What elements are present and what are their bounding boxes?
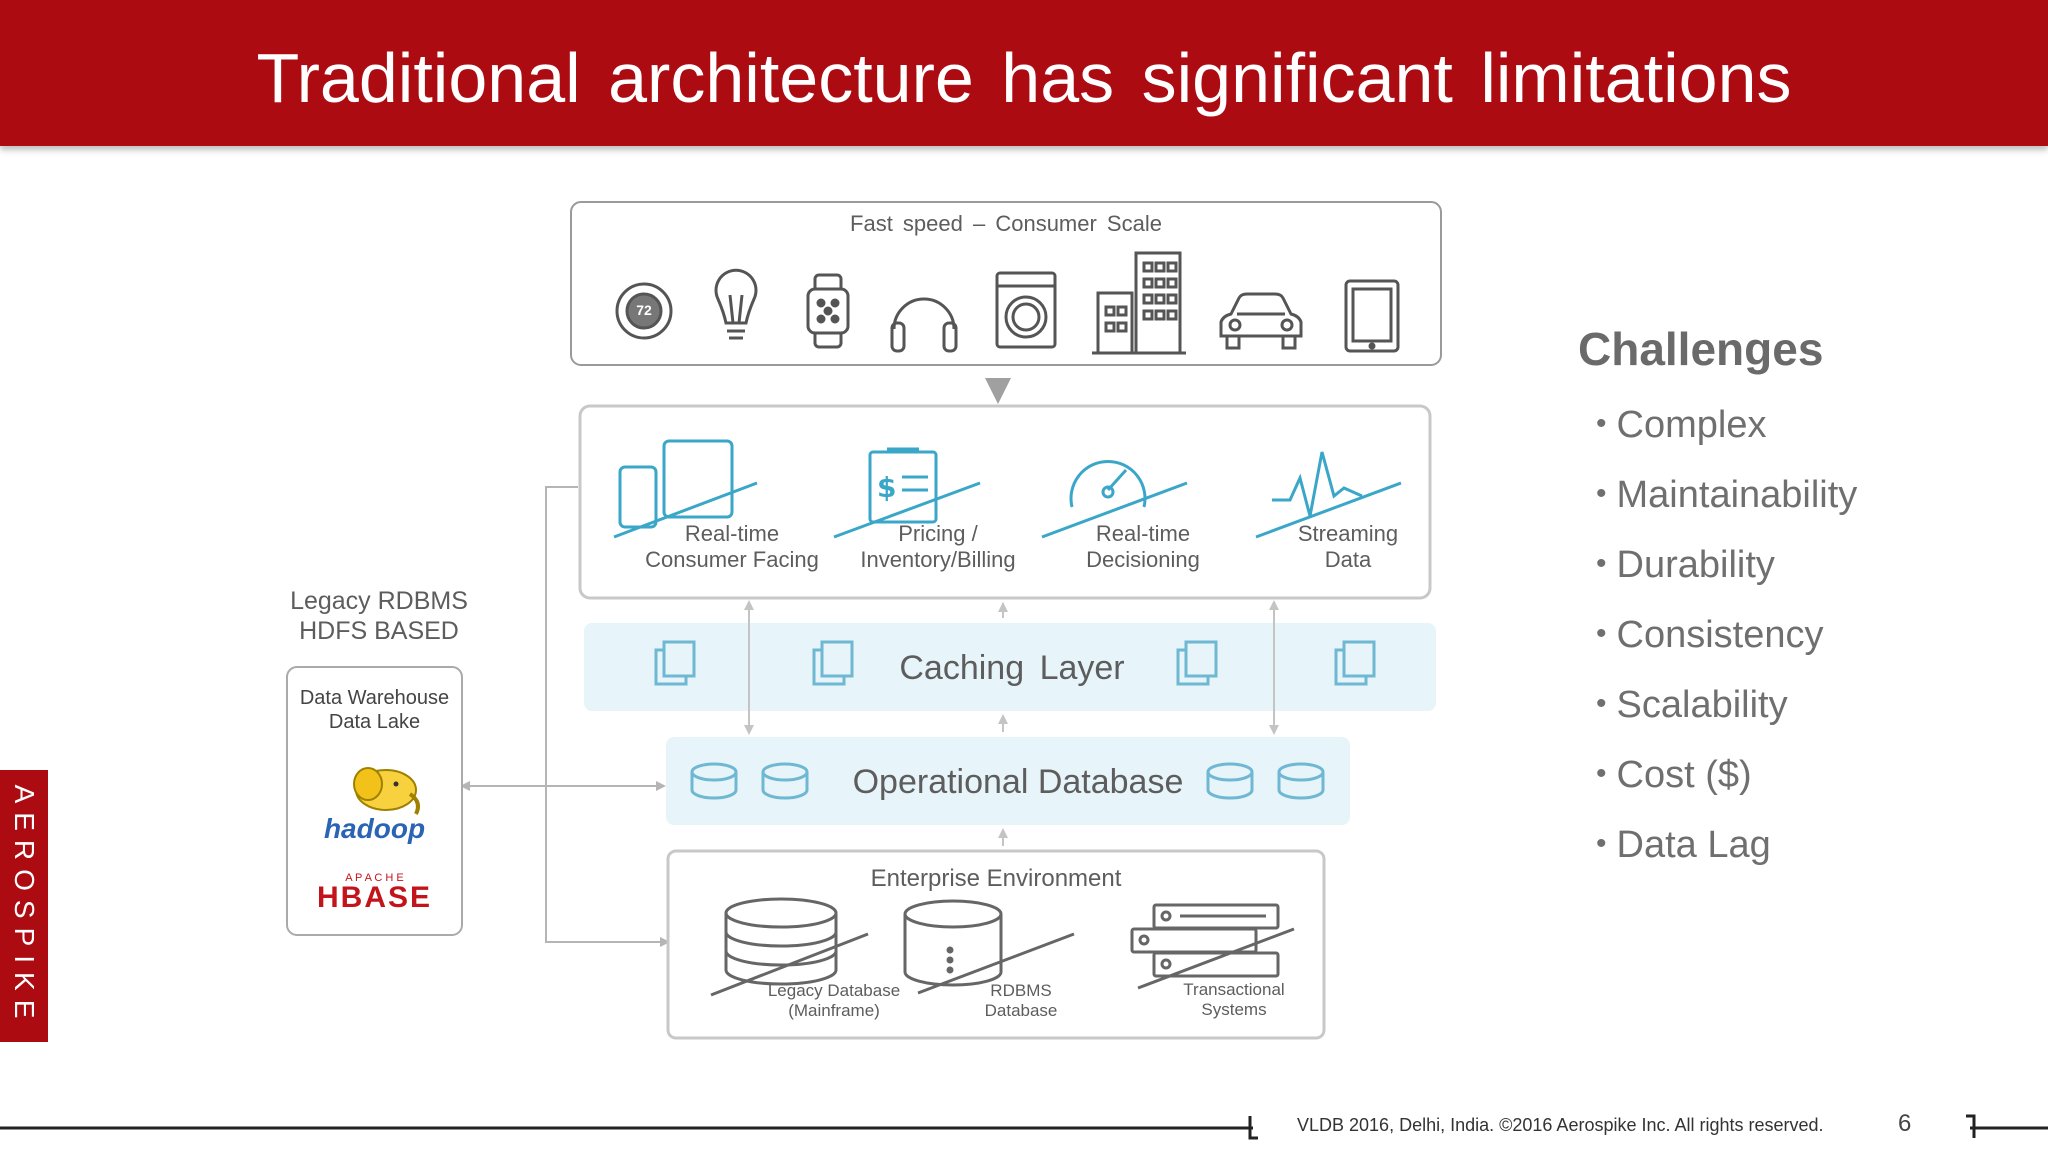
consumer-scale-label: Fast speed – Consumer Scale (850, 211, 1162, 236)
database-icon (1206, 762, 1254, 800)
caching-layer-label: Caching Layer (899, 649, 1125, 687)
database-icon (690, 762, 738, 800)
cache-icon (1334, 640, 1376, 686)
challenge-item: •Durability (1596, 544, 1775, 586)
billing-icon: $ (833, 447, 981, 539)
svg-text:$: $ (877, 471, 896, 504)
server-rack-icon (1130, 903, 1295, 990)
footer-rule (0, 1114, 2048, 1140)
washing-machine-icon (995, 271, 1057, 349)
cache-icon (1176, 640, 1218, 686)
apache-label: A P A C H E (345, 872, 404, 884)
enterprise-environment-box (666, 849, 1326, 1040)
applications-box (578, 404, 1432, 600)
cache-icon (654, 640, 696, 686)
challenge-item: •Cost ($) (1596, 754, 1752, 796)
legacy-connector (545, 486, 662, 943)
title-bar (0, 0, 2048, 146)
hadoop-elephant-icon (353, 767, 420, 815)
hadoop-logo: hadoop (323, 813, 426, 844)
rdbms-icon (903, 899, 1075, 995)
app-label-2: Pricing /Inventory/Billing (860, 521, 1016, 573)
database-icon (761, 762, 809, 800)
enterprise-title: Enterprise Environment (870, 865, 1122, 892)
aerospike-side-tab (0, 770, 48, 1042)
challenge-item: •Scalability (1596, 684, 1788, 726)
challenge-item: •Complex (1596, 404, 1767, 446)
headphones-icon (890, 297, 958, 353)
devices-icon (613, 439, 758, 539)
slide-title: Traditional architecture has significant… (256, 39, 1792, 117)
tablet-icon (1344, 279, 1400, 353)
buildings-icon (1092, 251, 1186, 355)
light-bulb-icon (714, 268, 758, 340)
down-arrow-icon (985, 378, 1011, 404)
thermostat-icon (615, 282, 673, 340)
car-icon (1219, 292, 1303, 350)
challenges-title: Challenges (1578, 323, 1824, 375)
speedometer-icon (1041, 460, 1188, 539)
page-number: 6 (1898, 1110, 1912, 1137)
challenge-item: •Consistency (1596, 614, 1824, 656)
hbase-logo: HBASE (316, 881, 432, 914)
database-stack-icon (710, 897, 869, 997)
cache-icon (812, 640, 854, 686)
operational-database-label: Operational Database (852, 763, 1184, 801)
aerospike-logo: AEROSPIKE (9, 784, 40, 1028)
challenge-item: •Maintainability (1596, 474, 1858, 516)
consumer-scale-box (570, 201, 1442, 366)
pulse-icon (1255, 451, 1402, 539)
thermostat-value: 72 (636, 302, 652, 318)
smartwatch-icon (806, 273, 850, 349)
caching-layer-box (584, 623, 1436, 711)
database-icon (1277, 762, 1325, 800)
footer-copyright: VLDB 2016, Delhi, India. ©2016 Aerospike… (1297, 1115, 1824, 1135)
challenge-item: •Data Lag (1596, 824, 1771, 866)
operational-database-box (666, 737, 1350, 825)
enterprise-label-1: Legacy Database(Mainframe) (767, 981, 901, 1021)
